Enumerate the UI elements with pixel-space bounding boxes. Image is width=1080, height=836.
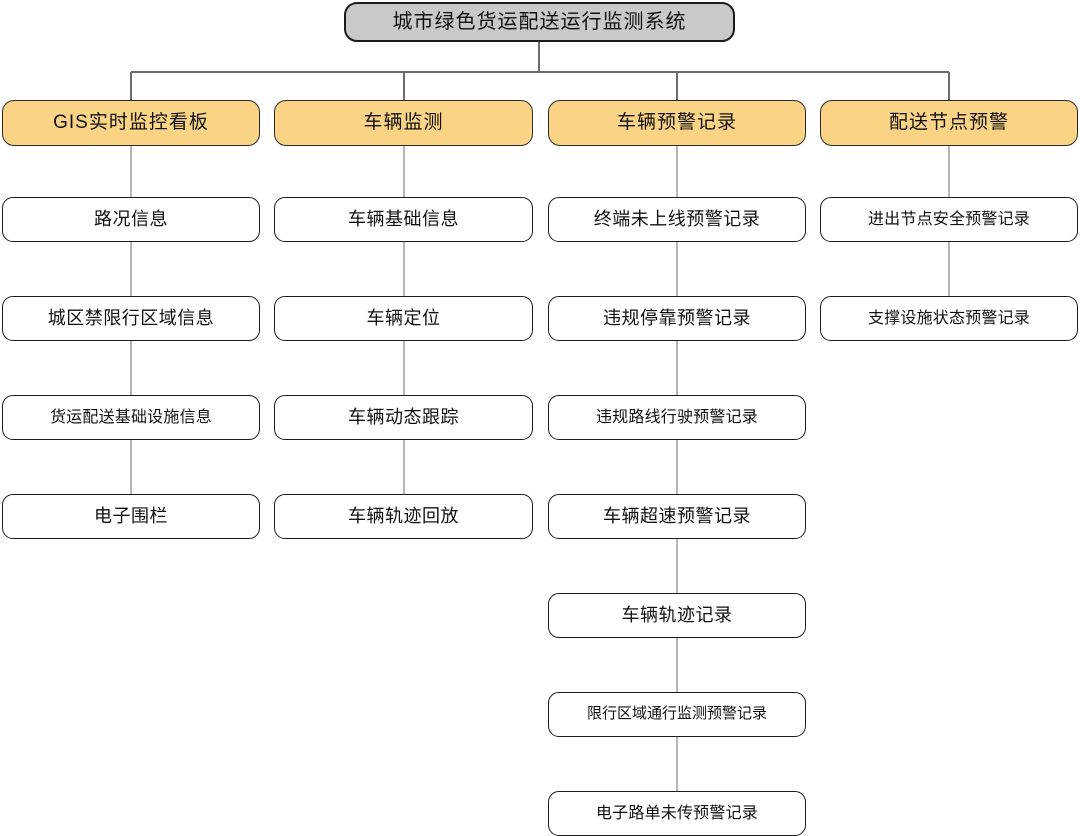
category-node-col-node-alerts[interactable]: 配送节点预警 bbox=[820, 100, 1078, 146]
leaf-node-col-gis-1[interactable]: 城区禁限行区域信息 bbox=[2, 296, 260, 341]
leaf-node-col-gis-0[interactable]: 路况信息 bbox=[2, 197, 260, 242]
category-node-col-vehicle-monitor[interactable]: 车辆监测 bbox=[274, 100, 533, 146]
leaf-node-col-node-alerts-0[interactable]: 进出节点安全预警记录 bbox=[820, 197, 1078, 242]
leaf-node-col-vehicle-alerts-3[interactable]: 车辆超速预警记录 bbox=[548, 494, 806, 539]
leaf-node-col-gis-3[interactable]: 电子围栏 bbox=[2, 494, 260, 539]
leaf-node-col-vehicle-alerts-5[interactable]: 限行区域通行监测预警记录 bbox=[548, 692, 806, 737]
leaf-node-col-vehicle-alerts-1[interactable]: 违规停靠预警记录 bbox=[548, 296, 806, 341]
leaf-node-col-node-alerts-1[interactable]: 支撑设施状态预警记录 bbox=[820, 296, 1078, 341]
leaf-node-col-vehicle-monitor-2[interactable]: 车辆动态跟踪 bbox=[274, 395, 533, 440]
leaf-node-col-vehicle-monitor-0[interactable]: 车辆基础信息 bbox=[274, 197, 533, 242]
leaf-node-col-gis-2[interactable]: 货运配送基础设施信息 bbox=[2, 395, 260, 440]
leaf-node-col-vehicle-alerts-2[interactable]: 违规路线行驶预警记录 bbox=[548, 395, 806, 440]
leaf-node-col-vehicle-alerts-0[interactable]: 终端未上线预警记录 bbox=[548, 197, 806, 242]
category-node-col-vehicle-alerts[interactable]: 车辆预警记录 bbox=[548, 100, 806, 146]
leaf-node-col-vehicle-alerts-6[interactable]: 电子路单未传预警记录 bbox=[548, 791, 806, 836]
leaf-node-col-vehicle-monitor-3[interactable]: 车辆轨迹回放 bbox=[274, 494, 533, 539]
leaf-node-col-vehicle-monitor-1[interactable]: 车辆定位 bbox=[274, 296, 533, 341]
category-node-col-gis[interactable]: GIS实时监控看板 bbox=[2, 100, 260, 146]
leaf-node-col-vehicle-alerts-4[interactable]: 车辆轨迹记录 bbox=[548, 593, 806, 638]
root-node-system-title[interactable]: 城市绿色货运配送运行监测系统 bbox=[344, 2, 735, 42]
